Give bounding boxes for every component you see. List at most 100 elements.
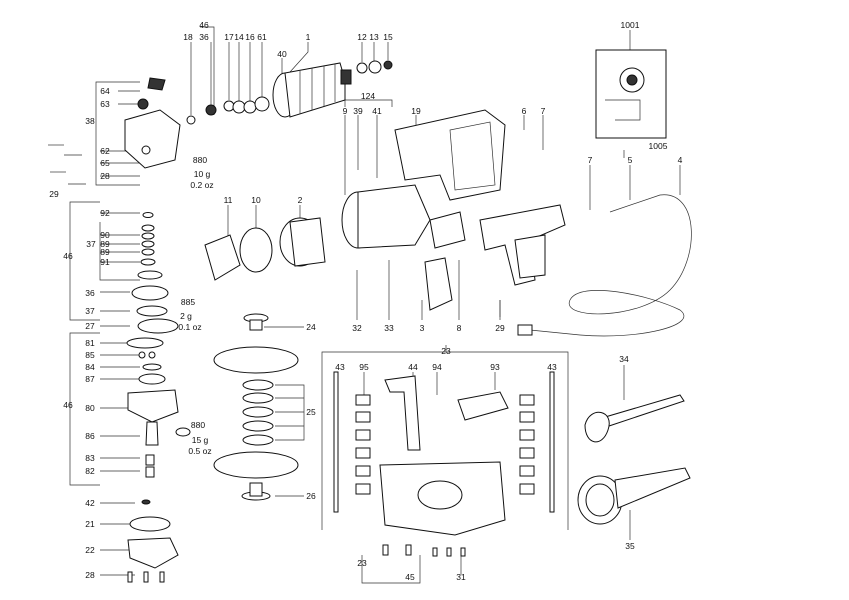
label-43b: 43 — [547, 362, 557, 372]
label-10g: 10 g — [194, 169, 211, 179]
label-24: 24 — [306, 322, 316, 332]
label-40: 40 — [277, 49, 287, 59]
label-89b: 89 — [100, 247, 110, 257]
bearing-stack — [131, 212, 179, 334]
gear-housing-part — [124, 77, 181, 169]
label-35: 35 — [625, 541, 635, 551]
label-25: 25 — [306, 407, 316, 417]
label-41: 41 — [372, 106, 382, 116]
label-28b: 28 — [85, 570, 95, 580]
label-89a: 89 — [100, 239, 110, 249]
label-86: 86 — [85, 431, 95, 441]
label-46b: 46 — [63, 400, 73, 410]
label-22: 22 — [85, 545, 95, 555]
label-02oz: 0.2 oz — [190, 180, 213, 190]
armature-part — [272, 62, 352, 118]
label-85: 85 — [85, 350, 95, 360]
label-33: 33 — [384, 323, 394, 333]
motor-housing-part — [394, 109, 506, 201]
label-21: 21 — [85, 519, 95, 529]
label-80: 80 — [85, 403, 95, 413]
label-23t: 23 — [441, 346, 451, 356]
label-39: 39 — [353, 106, 363, 116]
cutting-discs — [213, 346, 299, 501]
handle-part — [479, 204, 566, 286]
label-36: 36 — [85, 288, 95, 298]
label-05oz: 0.5 oz — [188, 446, 211, 456]
label-12: 12 — [357, 32, 367, 42]
gearhead-part — [127, 499, 179, 583]
label-81: 81 — [85, 338, 95, 348]
label-2g: 2 g — [180, 311, 192, 321]
label-45: 45 — [405, 572, 415, 582]
label-880a: 880 — [193, 155, 207, 165]
label-36t: 36 — [199, 32, 209, 42]
part-labels: 46 36 18 17 14 16 61 40 1 12 13 15 124 9… — [49, 20, 682, 582]
label-13: 13 — [369, 32, 379, 42]
label-65: 65 — [100, 158, 110, 168]
label-34: 34 — [619, 354, 629, 364]
label-84: 84 — [85, 362, 95, 372]
label-1: 1 — [306, 32, 311, 42]
label-94: 94 — [432, 362, 442, 372]
lower-left-stack — [126, 337, 191, 478]
label-01oz: 0.1 oz — [178, 322, 201, 332]
label-29a: 29 — [49, 189, 59, 199]
parts — [48, 49, 692, 583]
label-17: 17 — [224, 32, 234, 42]
label-64: 64 — [100, 86, 110, 96]
label-61: 61 — [257, 32, 267, 42]
label-63: 63 — [100, 99, 110, 109]
label-3: 3 — [420, 323, 425, 333]
switch-part — [424, 211, 466, 311]
label-32: 32 — [352, 323, 362, 333]
cord-part — [517, 194, 692, 337]
label-16: 16 — [245, 32, 255, 42]
label-23b: 23 — [357, 558, 367, 568]
stator-part — [341, 184, 431, 249]
wrench-part — [584, 394, 685, 443]
label-2: 2 — [298, 195, 303, 205]
label-14: 14 — [234, 32, 244, 42]
label-885: 885 — [181, 297, 195, 307]
label-43a: 43 — [335, 362, 345, 372]
label-29b: 29 — [495, 323, 505, 333]
flange-nut-part — [243, 313, 269, 331]
label-62: 62 — [100, 146, 110, 156]
label-26: 26 — [306, 491, 316, 501]
label-880b: 880 — [191, 420, 205, 430]
label-82: 82 — [85, 466, 95, 476]
label-124: 124 — [361, 91, 375, 101]
label-44: 44 — [408, 362, 418, 372]
label-6: 6 — [522, 106, 527, 116]
screws-left — [48, 144, 86, 185]
label-90: 90 — [100, 230, 110, 240]
screws-bottom — [382, 544, 466, 557]
label-93: 93 — [490, 362, 500, 372]
label-7b: 7 — [588, 155, 593, 165]
tool-35-part — [577, 467, 691, 525]
field-coil-part — [279, 217, 326, 267]
label-4: 4 — [678, 155, 683, 165]
label-1001: 1001 — [621, 20, 640, 30]
label-91: 91 — [100, 257, 110, 267]
label-92: 92 — [100, 208, 110, 218]
label-27: 27 — [85, 321, 95, 331]
label-38: 38 — [85, 116, 95, 126]
label-15: 15 — [383, 32, 393, 42]
figure-1001-box — [595, 49, 667, 139]
label-87: 87 — [85, 374, 95, 384]
label-5: 5 — [628, 155, 633, 165]
label-10: 10 — [251, 195, 261, 205]
label-7a: 7 — [541, 106, 546, 116]
label-11: 11 — [224, 195, 233, 205]
spacer-columns — [333, 371, 555, 513]
label-28a: 28 — [100, 171, 110, 181]
label-95: 95 — [359, 362, 369, 372]
label-31: 31 — [456, 572, 466, 582]
guard-assembly — [379, 375, 509, 536]
label-8: 8 — [457, 323, 462, 333]
label-42: 42 — [85, 498, 95, 508]
bracket-part — [204, 227, 273, 281]
